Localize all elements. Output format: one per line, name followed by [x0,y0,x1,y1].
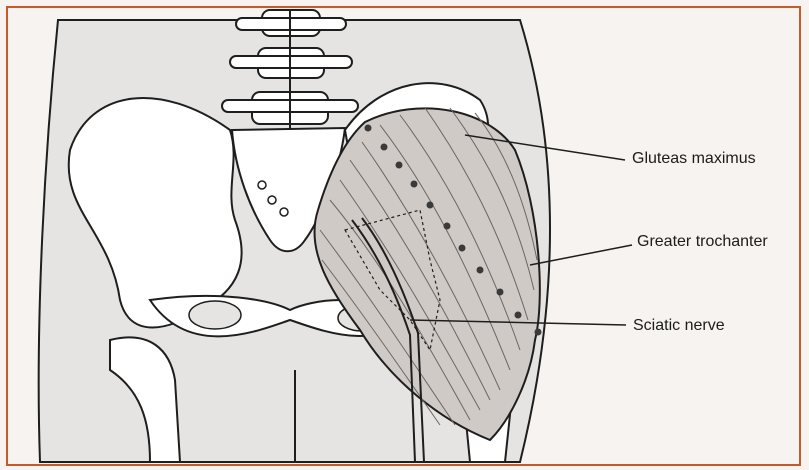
obturator-foramen [189,301,241,329]
label-greater-trochanter: Greater trochanter [637,233,768,251]
label-sciatic-nerve: Sciatic nerve [633,317,725,335]
label-gluteus-maximus: Gluteas maximus [632,150,756,168]
